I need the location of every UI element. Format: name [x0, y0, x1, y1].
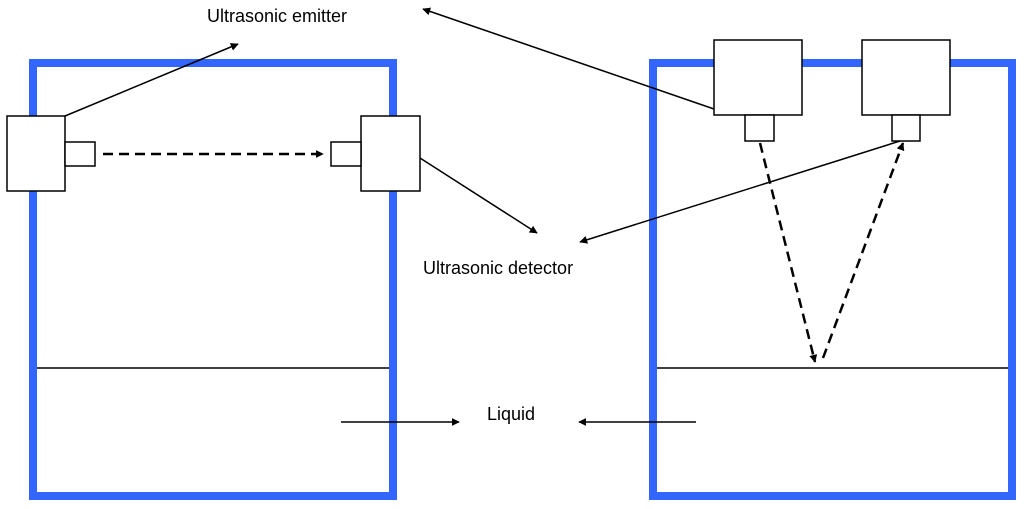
- left-detector: [330, 115, 421, 192]
- left-emitter-body: [6, 115, 66, 192]
- left-emitter-nozzle: [64, 141, 96, 167]
- detector-leader-right: [579, 140, 901, 244]
- right-detector-body: [861, 39, 951, 116]
- right-tank: [649, 59, 1016, 500]
- right-emitter-body: [713, 39, 803, 116]
- right-emitter-nozzle: [744, 114, 775, 142]
- emitter-label: Ultrasonic emitter: [207, 6, 347, 26]
- left-tank: [29, 59, 397, 500]
- right-tank-wall: [649, 59, 1016, 500]
- emitter-leader-right: [422, 7, 715, 110]
- right-detector: [861, 39, 951, 142]
- left-tank-wall: [29, 59, 397, 500]
- right-reflected-beam: [821, 142, 905, 359]
- liquid-label: Liquid: [487, 404, 535, 424]
- left-detector-nozzle: [330, 141, 362, 167]
- right-emitter: [713, 39, 803, 142]
- left-emitter: [6, 115, 96, 192]
- detector-leader-left: [419, 157, 538, 234]
- emitter-leader-left: [64, 43, 239, 117]
- left-detector-body: [360, 115, 421, 192]
- detector-label: Ultrasonic detector: [423, 258, 573, 278]
- right-detector-nozzle: [891, 114, 921, 142]
- right-incident-beam: [758, 142, 818, 363]
